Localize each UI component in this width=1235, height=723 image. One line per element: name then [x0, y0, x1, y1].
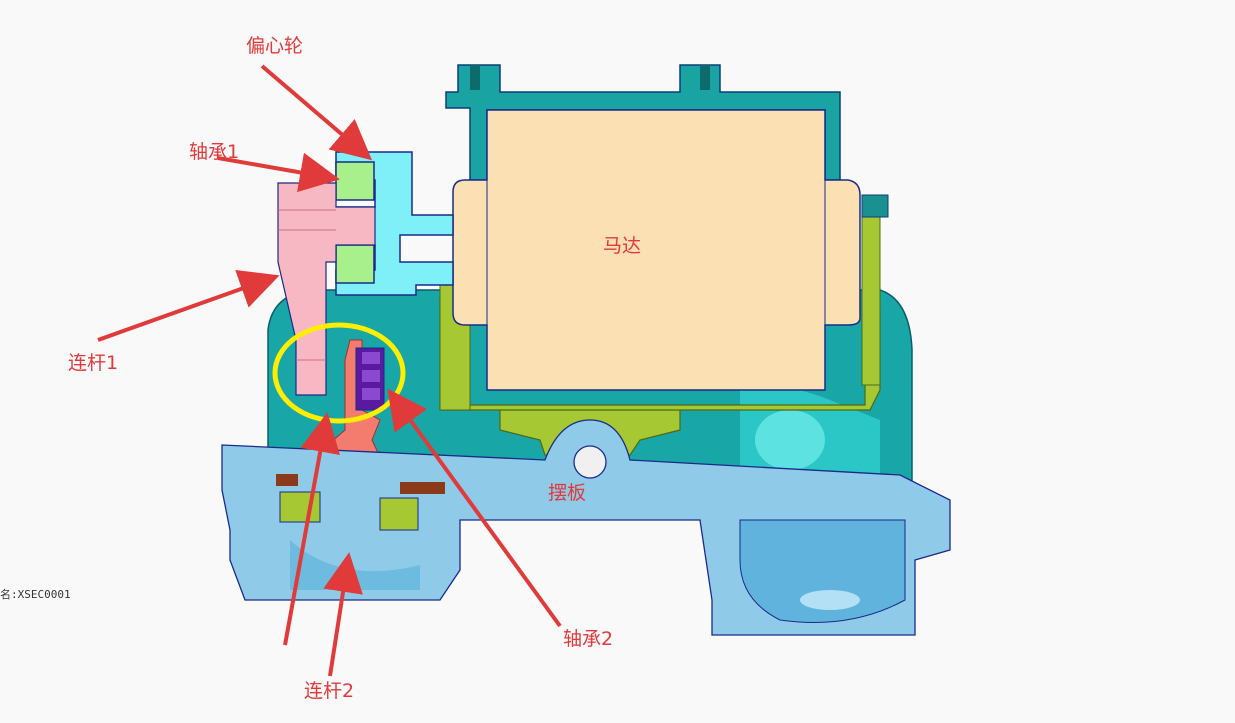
label-bearing-1: 轴承1: [189, 141, 240, 163]
bearing-1: [335, 161, 375, 284]
arrow-bearing-1: [217, 152, 340, 193]
arrow-link-1: [97, 269, 280, 342]
motor-body: [452, 109, 861, 391]
label-motor: 马达: [603, 235, 642, 257]
label-link-2: 连杆2: [304, 680, 355, 702]
motor-bracket: [439, 194, 889, 456]
arrow-bearing-2: [387, 388, 562, 628]
arrow-link-2: [323, 552, 363, 677]
arrow-link-2-left: [283, 412, 340, 646]
label-eccentric-wheel: 偏心轮: [246, 35, 304, 57]
section-name: 名:XSEC0001: [0, 588, 71, 601]
arrow-eccentric-wheel: [260, 64, 373, 161]
bearing-2: [355, 347, 385, 411]
label-bearing-2: 轴承2: [563, 628, 614, 650]
label-link-1: 连杆1: [68, 352, 119, 374]
annotation-arrows: [97, 64, 562, 677]
swing-plate: [221, 419, 951, 636]
label-swing-plate: 摆板: [548, 482, 587, 504]
